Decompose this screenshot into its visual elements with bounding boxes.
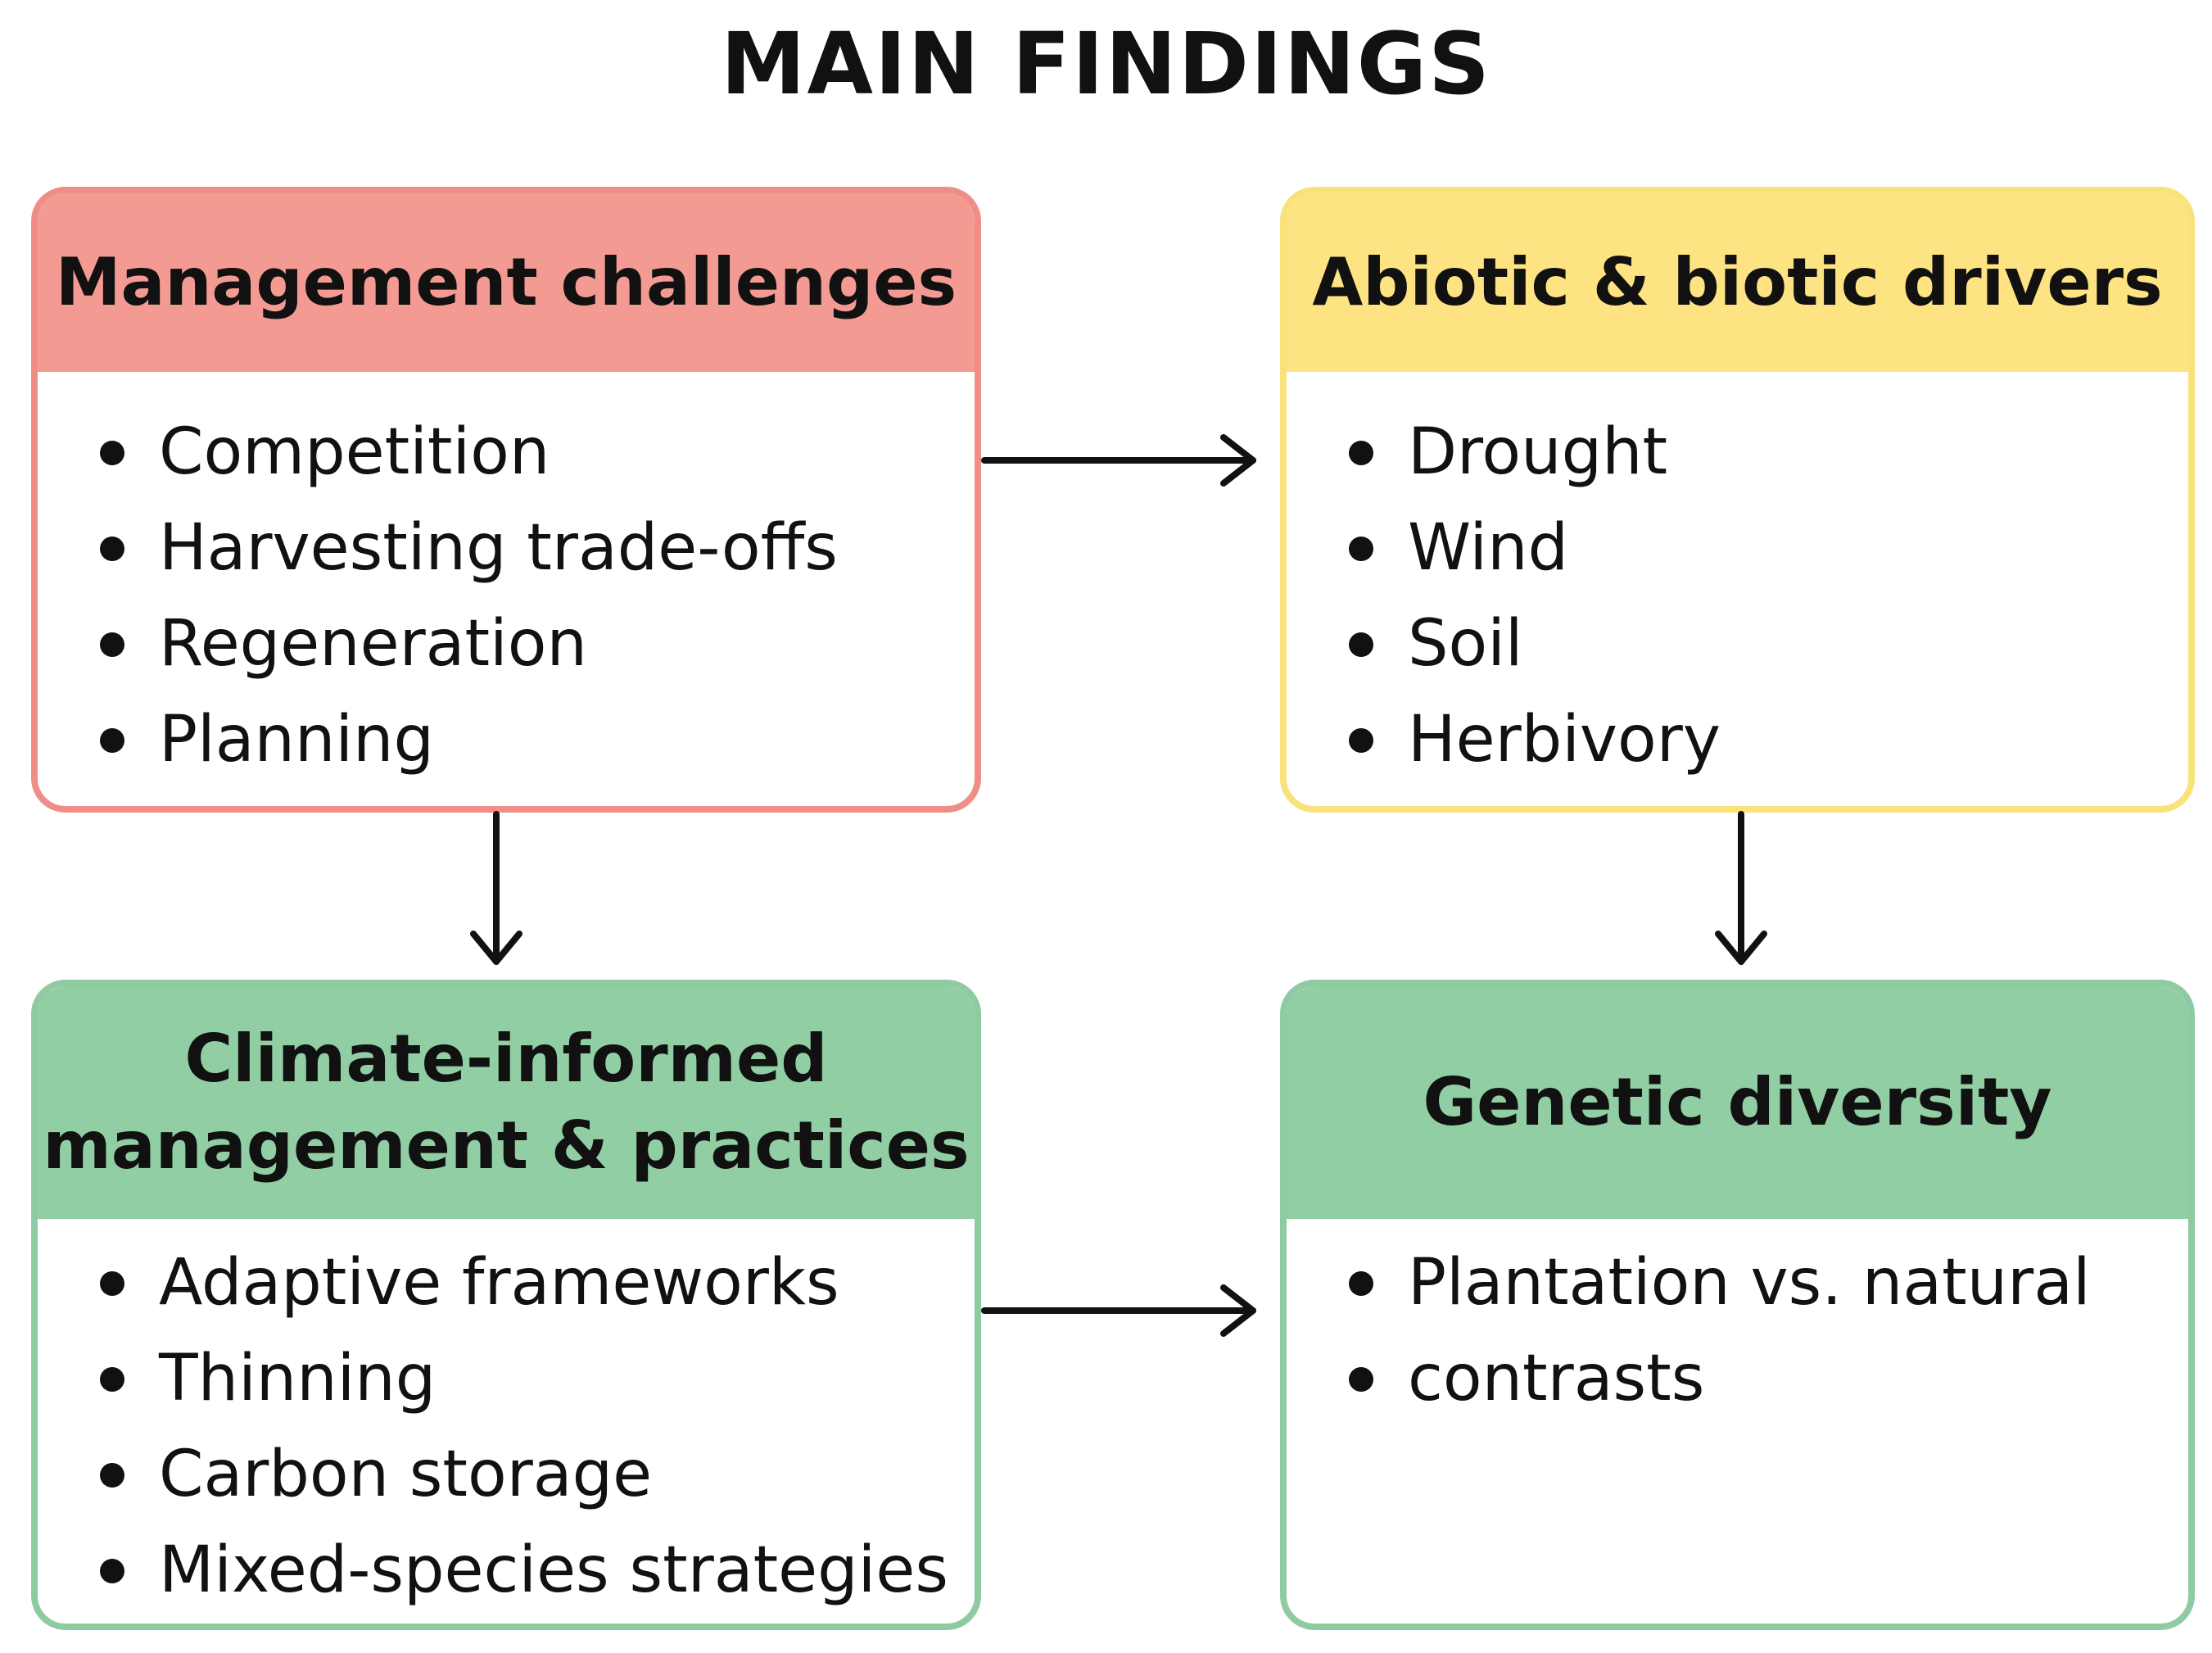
arrow-management-to-drivers: [981, 434, 1256, 487]
page-title: MAIN FINDINGS: [720, 14, 1492, 114]
genetic-diversity-box: Genetic diversity Plantation vs. natural…: [1280, 980, 2195, 1630]
management-challenges-box: Management challenges Competition Harves…: [31, 187, 981, 813]
list-item: Carbon storage: [38, 1427, 975, 1523]
climate-informed-box: Climate-informed management & practices …: [31, 980, 981, 1630]
list-item: Mixed-species strategies: [38, 1523, 975, 1619]
climate-informed-title-line2: management & practices: [43, 1107, 970, 1184]
list-item: Plantation vs. natural: [1287, 1235, 2188, 1331]
list-item: Harvesting trade-offs: [38, 500, 975, 596]
list-item: Regeneration: [38, 596, 975, 692]
genetic-diversity-title: Genetic diversity: [1423, 1064, 2052, 1140]
arrow-drivers-to-genetic: [1715, 811, 1767, 965]
bullet-icon: [100, 1463, 124, 1488]
management-challenges-header: Management challenges: [38, 193, 975, 372]
list-item: Planning: [38, 692, 975, 788]
climate-informed-header: Climate-informed management & practices: [38, 986, 975, 1219]
list-item: Drought: [1287, 405, 2188, 500]
bullet-icon: [100, 537, 124, 561]
bullet-icon: [100, 1367, 124, 1392]
climate-informed-title-line1: Climate-informed: [184, 1021, 828, 1097]
bullet-icon: [100, 441, 124, 465]
bullet-icon: [100, 632, 124, 657]
management-challenges-title: Management challenges: [55, 244, 957, 320]
list-item: contrasts: [1287, 1331, 2188, 1427]
genetic-diversity-list: Plantation vs. natural contrasts: [1287, 1235, 2188, 1427]
list-item: Competition: [38, 405, 975, 500]
list-item: Soil: [1287, 596, 2188, 692]
bullet-icon: [1349, 441, 1373, 465]
bullet-icon: [1349, 537, 1373, 561]
abiotic-biotic-drivers-list: Drought Wind Soil Herbivory: [1287, 405, 2188, 788]
abiotic-biotic-drivers-title: Abiotic & biotic drivers: [1312, 244, 2163, 320]
list-item: Herbivory: [1287, 692, 2188, 788]
abiotic-biotic-drivers-box: Abiotic & biotic drivers Drought Wind So…: [1280, 187, 2195, 813]
list-item: Adaptive frameworks: [38, 1235, 975, 1331]
bullet-icon: [1349, 728, 1373, 753]
arrow-management-to-climate: [470, 811, 522, 965]
management-challenges-list: Competition Harvesting trade-offs Regene…: [38, 405, 975, 788]
climate-informed-list: Adaptive frameworks Thinning Carbon stor…: [38, 1235, 975, 1619]
bullet-icon: [100, 1271, 124, 1296]
list-item: Wind: [1287, 500, 2188, 596]
bullet-icon: [1349, 1271, 1373, 1296]
bullet-icon: [100, 728, 124, 753]
list-item: Thinning: [38, 1331, 975, 1427]
abiotic-biotic-drivers-header: Abiotic & biotic drivers: [1287, 193, 2188, 372]
bullet-icon: [100, 1559, 124, 1583]
genetic-diversity-header: Genetic diversity: [1287, 986, 2188, 1219]
bullet-icon: [1349, 632, 1373, 657]
arrow-climate-to-genetic: [981, 1284, 1256, 1337]
bullet-icon: [1349, 1367, 1373, 1392]
